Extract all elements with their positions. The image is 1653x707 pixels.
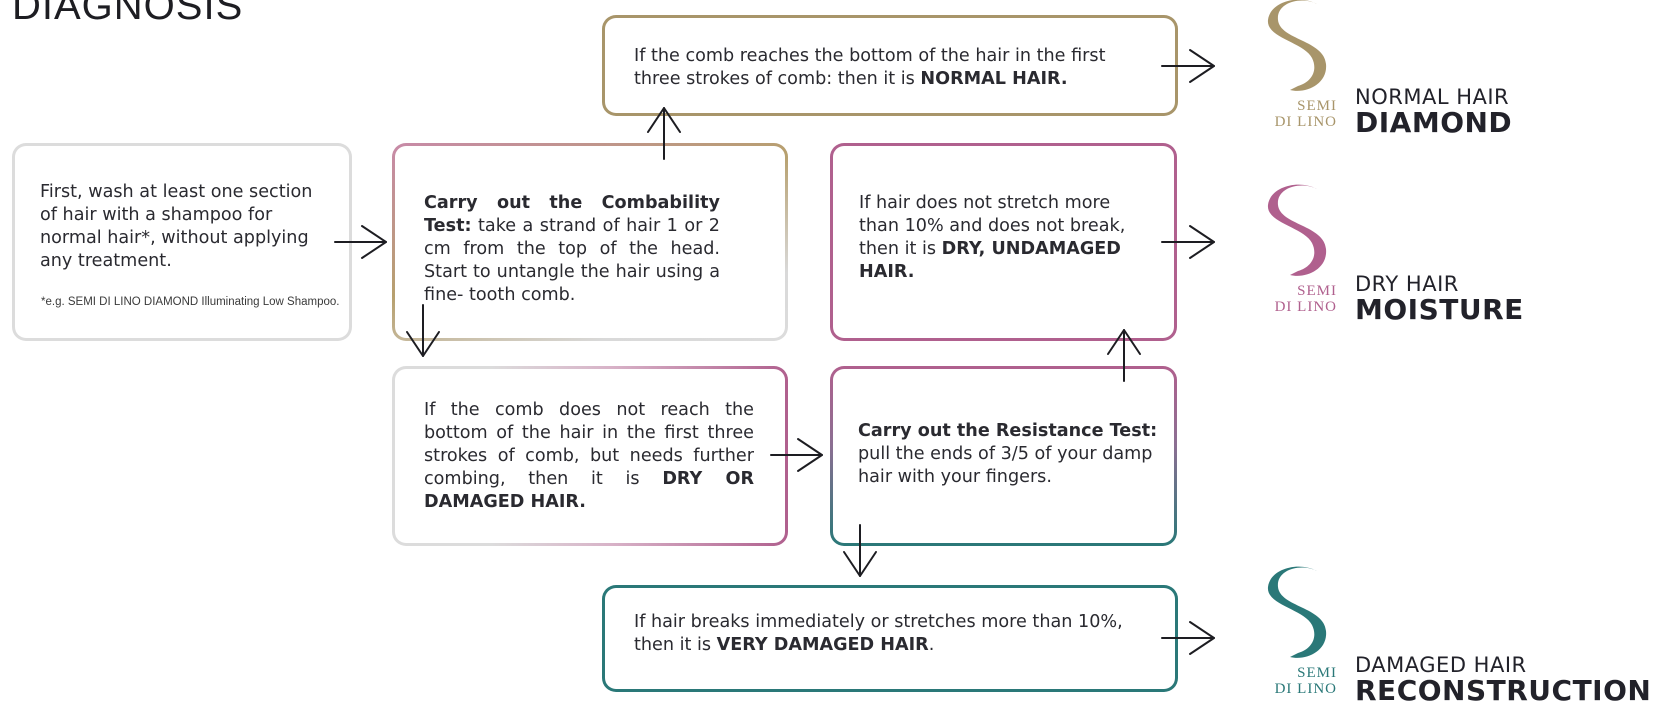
product-logo-reconstruction: SEMI DI LINO <box>1262 565 1337 697</box>
dry-or-damaged-body: If the comb does not reach the bottom of… <box>424 400 754 489</box>
combability-test-box: Carry out the Combability Test: take a s… <box>392 143 788 341</box>
combability-test-text: Carry out the Combability Test: take a s… <box>424 192 720 307</box>
arrow-wash-to-combability <box>334 225 387 259</box>
dry-or-damaged-verdict: DRY OR DAMAGED HAIR. <box>424 469 755 512</box>
product-moisture-label: DRY HAIR MOISTURE <box>1355 273 1524 325</box>
wash-footnote: *e.g. SEMI DI LINO DIAMOND Illuminating … <box>41 296 340 308</box>
dry-undamaged-body: If hair does not stretch more than 10% a… <box>859 193 1126 259</box>
combability-test-colon: : <box>464 216 472 236</box>
page-title: DIAGNOSIS <box>12 0 244 28</box>
product-hair-type: NORMAL HAIR <box>1355 85 1510 109</box>
product-logo-diamond: SEMI DI LINO <box>1262 0 1337 130</box>
logo-line2: DI LINO <box>1274 114 1337 130</box>
s-logo-icon <box>1267 566 1327 658</box>
dry-undamaged-text: If hair does not stretch more than 10% a… <box>859 192 1149 284</box>
logo-line2: DI LINO <box>1274 681 1337 697</box>
logo-text: SEMI DI LINO <box>1275 283 1337 315</box>
product-hair-type: DRY HAIR <box>1355 272 1459 296</box>
product-hair-type: DAMAGED HAIR <box>1355 653 1527 677</box>
resistance-test-text: Carry out the Resistance Test: pull the … <box>858 420 1158 489</box>
very-damaged-text: If hair breaks immediately or stretches … <box>634 611 1164 657</box>
dry-undamaged-verdict: DRY, UNDAMAGED HAIR. <box>859 239 1121 282</box>
resistance-test-heading: Carry out the Resistance Test: <box>858 421 1158 441</box>
logo-line1: SEMI <box>1297 98 1337 114</box>
dry-or-damaged-box: If the comb does not reach the bottom of… <box>392 366 788 546</box>
logo-line1: SEMI <box>1297 283 1337 299</box>
wash-step-text: First, wash at least one section of hair… <box>40 182 313 271</box>
logo-line2: DI LINO <box>1274 299 1337 315</box>
very-damaged-verdict: VERY DAMAGED HAIR <box>716 635 929 655</box>
product-reconstruction-label: DAMAGED HAIR RECONSTRUCTION <box>1355 654 1651 706</box>
arrow-very-damaged-to-reconstruction <box>1161 621 1215 655</box>
dry-or-damaged-text: If the comb does not reach the bottom of… <box>424 399 754 514</box>
product-logo-moisture: SEMI DI LINO <box>1262 183 1337 315</box>
product-name: DIAMOND <box>1355 106 1513 139</box>
normal-hair-result-text: If the comb reaches the bottom of the ha… <box>634 45 1154 91</box>
arrow-resistance-to-very-damaged <box>843 524 877 577</box>
arrow-resistance-to-dry-undamaged <box>1107 329 1141 382</box>
s-logo-icon <box>1267 184 1327 276</box>
arrow-combability-to-dry-damaged <box>406 304 440 357</box>
dry-undamaged-box: If hair does not stretch more than 10% a… <box>830 143 1177 341</box>
resistance-test-body: pull the ends of 3/5 of your damp hair w… <box>858 444 1153 487</box>
normal-hair-result-box: If the comb reaches the bottom of the ha… <box>602 15 1178 116</box>
arrow-normal-to-diamond <box>1161 49 1215 83</box>
arrow-dry-undamaged-to-moisture <box>1161 225 1215 259</box>
logo-text: SEMI DI LINO <box>1275 665 1337 697</box>
product-name: MOISTURE <box>1355 293 1524 326</box>
very-damaged-body: If hair breaks immediately or stretches … <box>634 612 1123 655</box>
combability-test-body: take a strand of hair 1 or 2 cm from the… <box>424 216 720 305</box>
wash-step-box: First, wash at least one section of hair… <box>12 143 352 341</box>
combability-test-heading: Carry out the Combability Test <box>424 193 720 236</box>
product-name: RECONSTRUCTION <box>1355 674 1652 707</box>
s-logo-icon <box>1267 0 1327 91</box>
very-damaged-end: . <box>928 635 935 655</box>
resistance-test-box: Carry out the Resistance Test: pull the … <box>830 366 1177 546</box>
arrow-combability-to-normal <box>647 107 681 160</box>
normal-hair-verdict: NORMAL HAIR. <box>920 69 1068 89</box>
arrow-dry-damaged-to-resistance <box>770 438 823 472</box>
product-diamond-label: NORMAL HAIR DIAMOND <box>1355 86 1512 138</box>
normal-hair-body: If the comb reaches the bottom of the ha… <box>634 46 1106 89</box>
logo-text: SEMI DI LINO <box>1275 98 1337 130</box>
logo-line1: SEMI <box>1297 665 1337 681</box>
very-damaged-box: If hair breaks immediately or stretches … <box>602 585 1178 692</box>
